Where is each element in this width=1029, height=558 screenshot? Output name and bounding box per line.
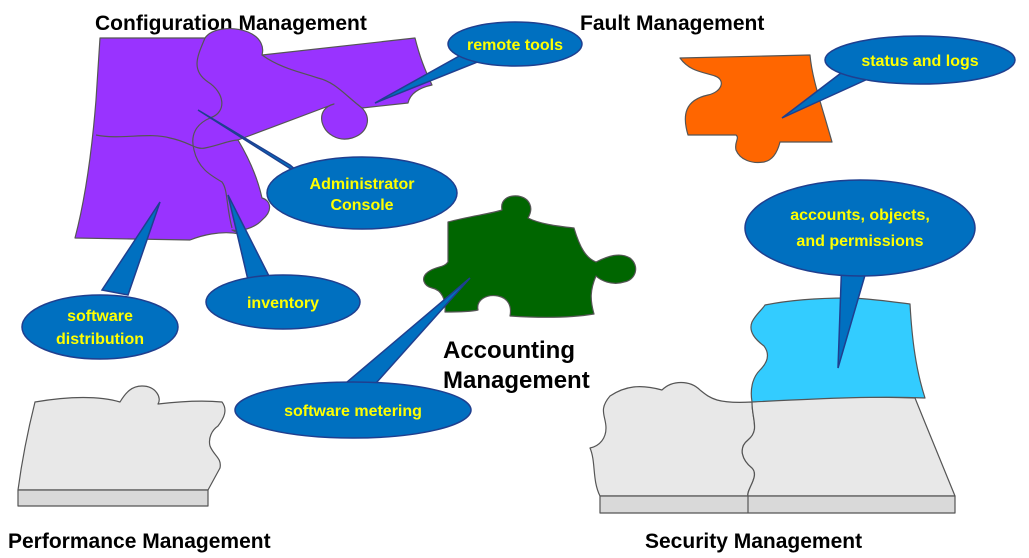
remote-tools-callout: remote tools — [374, 21, 583, 104]
inventory-label: inventory — [247, 295, 319, 312]
accounts-permissions-callout-bubble — [744, 179, 976, 277]
security-management-heading: Security Management — [645, 530, 862, 553]
inventory-callout-bubble — [205, 274, 361, 330]
security-gray-right-piece — [741, 396, 956, 497]
remote-tools-callout-bubble — [447, 21, 583, 67]
software-distribution-label-line1: software — [67, 308, 133, 325]
performance-management-heading: Performance Management — [8, 530, 271, 553]
administrator-console-callout-bubble — [266, 156, 458, 230]
performance-piece-base — [17, 489, 209, 507]
accounting-puzzle-piece — [423, 195, 637, 318]
accounts-permissions-label-line2: and permissions — [796, 233, 923, 250]
configuration-puzzle-group — [74, 28, 433, 241]
accounting-management-heading-line2: Management — [443, 367, 590, 394]
configuration-puzzle-piece — [74, 28, 433, 241]
configuration-seam-line-2 — [95, 134, 239, 149]
software-metering-callout: software metering — [234, 277, 472, 439]
remote-tools-label: remote tools — [467, 37, 563, 54]
software-distribution-callout-bubble — [21, 294, 179, 360]
administrator-console-label-line2: Console — [330, 197, 393, 214]
inventory-callout: inventory — [205, 194, 361, 330]
software-distribution-label-line2: distribution — [56, 331, 144, 348]
software-metering-callout-bubble — [234, 381, 472, 439]
performance-puzzle-piece — [17, 385, 226, 491]
software-metering-label: software metering — [284, 403, 422, 420]
fault-management-heading: Fault Management — [580, 12, 764, 35]
accounts-permissions-callout: accounts, objects, and permissions — [744, 179, 976, 369]
fault-puzzle-piece — [679, 54, 833, 164]
configuration-seam-line-3 — [261, 54, 363, 109]
security-piece-base — [599, 495, 956, 514]
accounts-permissions-label-line1: accounts, objects, — [790, 207, 930, 224]
performance-puzzle-group — [17, 385, 226, 507]
administrator-console-label-line1: Administrator — [310, 176, 415, 193]
software-distribution-callout-tail — [100, 201, 161, 296]
configuration-management-heading: Configuration Management — [95, 12, 367, 35]
software-distribution-callout: software distribution — [21, 201, 179, 360]
status-logs-callout-bubble — [824, 35, 1016, 85]
administrator-console-callout: Administrator Console — [197, 109, 458, 230]
configuration-seam-line — [192, 37, 233, 229]
status-logs-callout: status and logs — [781, 35, 1016, 119]
security-puzzle-group — [589, 297, 956, 514]
security-gray-left-piece — [589, 381, 756, 497]
status-logs-label: status and logs — [861, 53, 978, 70]
accounting-management-heading-line1: Accounting — [443, 337, 575, 364]
